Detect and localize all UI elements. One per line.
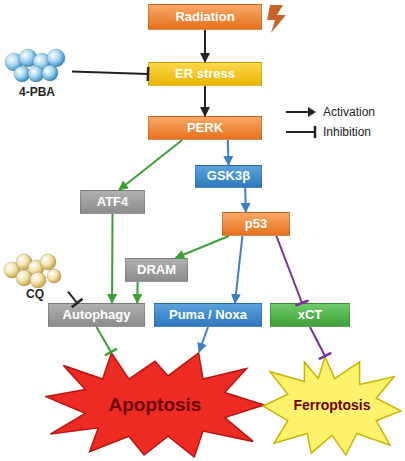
atom-sphere — [40, 254, 56, 270]
process-box: DRAM — [125, 258, 188, 282]
node-label: xCT — [298, 308, 323, 322]
activation-connector — [175, 236, 228, 258]
burst-shape — [263, 357, 401, 455]
legend-line — [286, 131, 314, 133]
process-box: xCT — [270, 303, 350, 327]
inhibition-connector — [276, 236, 302, 303]
node-label: p53 — [245, 217, 267, 231]
atom-sphere — [30, 272, 46, 288]
atom-sphere — [47, 269, 61, 283]
burst-shape — [46, 353, 264, 457]
atom-sphere — [16, 270, 32, 286]
process-box: GSK3β — [195, 165, 262, 188]
lightning-symbol — [267, 5, 286, 33]
legend-sample — [284, 126, 318, 138]
activation-connector — [235, 236, 242, 303]
atom-sphere — [42, 65, 58, 81]
burst-label-area: Ferroptosis — [262, 356, 402, 456]
burst-label-area: Apoptosis — [45, 352, 265, 458]
drug-molecule: 4-PBA — [2, 48, 72, 100]
activation-connector — [227, 140, 230, 165]
legend-bar — [314, 126, 317, 138]
outcome-burst: Apoptosis — [45, 352, 265, 458]
atom-sphere — [47, 49, 65, 67]
node-label: 4-PBA — [2, 86, 72, 99]
node-label: CQ — [2, 288, 68, 301]
legend-label: Activation — [323, 105, 375, 119]
process-box: ER stress — [148, 62, 262, 86]
node-label: Apoptosis — [109, 395, 202, 416]
drug-label-area: CQ — [2, 288, 68, 302]
process-box: Puma / Noxa — [154, 303, 262, 327]
drug-label-area: 4-PBA — [2, 86, 72, 100]
process-box: p53 — [222, 212, 290, 236]
activation-connector — [111, 214, 113, 303]
node-label: Puma / Noxa — [169, 308, 247, 322]
molecule-illustration — [2, 250, 68, 288]
inhibition-connector — [97, 327, 112, 352]
process-box: ATF4 — [80, 190, 145, 214]
node-label: Autophagy — [63, 308, 131, 322]
node-label: DRAM — [137, 263, 176, 277]
legend-item: Inhibition — [284, 122, 375, 142]
drug-molecule: CQ — [2, 250, 68, 302]
molecule-illustration — [2, 48, 72, 86]
legend-item: Activation — [284, 102, 375, 122]
legend-label: Inhibition — [323, 125, 371, 139]
activation-connector — [244, 188, 247, 212]
process-box: Autophagy — [48, 303, 145, 327]
legend-arrowhead — [308, 107, 316, 117]
inhibition-connector — [68, 292, 77, 303]
activation-connector — [204, 86, 206, 116]
node-label: GSK3β — [207, 169, 250, 183]
activation-connector — [136, 282, 138, 303]
node-label: ER stress — [175, 67, 235, 81]
activation-connector — [199, 327, 208, 352]
node-label: PERK — [187, 121, 223, 135]
inhibition-connector — [72, 71, 148, 74]
outcome-burst: Ferroptosis — [262, 356, 402, 456]
process-box: PERK — [148, 116, 262, 140]
node-label: Ferroptosis — [293, 398, 370, 413]
activation-connector — [204, 30, 206, 62]
inhibition-connector — [310, 327, 325, 356]
node-label: Radiation — [175, 10, 234, 24]
legend: ActivationInhibition — [284, 102, 375, 142]
process-box: Radiation — [148, 4, 262, 30]
legend-sample — [284, 106, 318, 118]
activation-connector — [119, 140, 182, 190]
node-label: ATF4 — [97, 195, 129, 209]
